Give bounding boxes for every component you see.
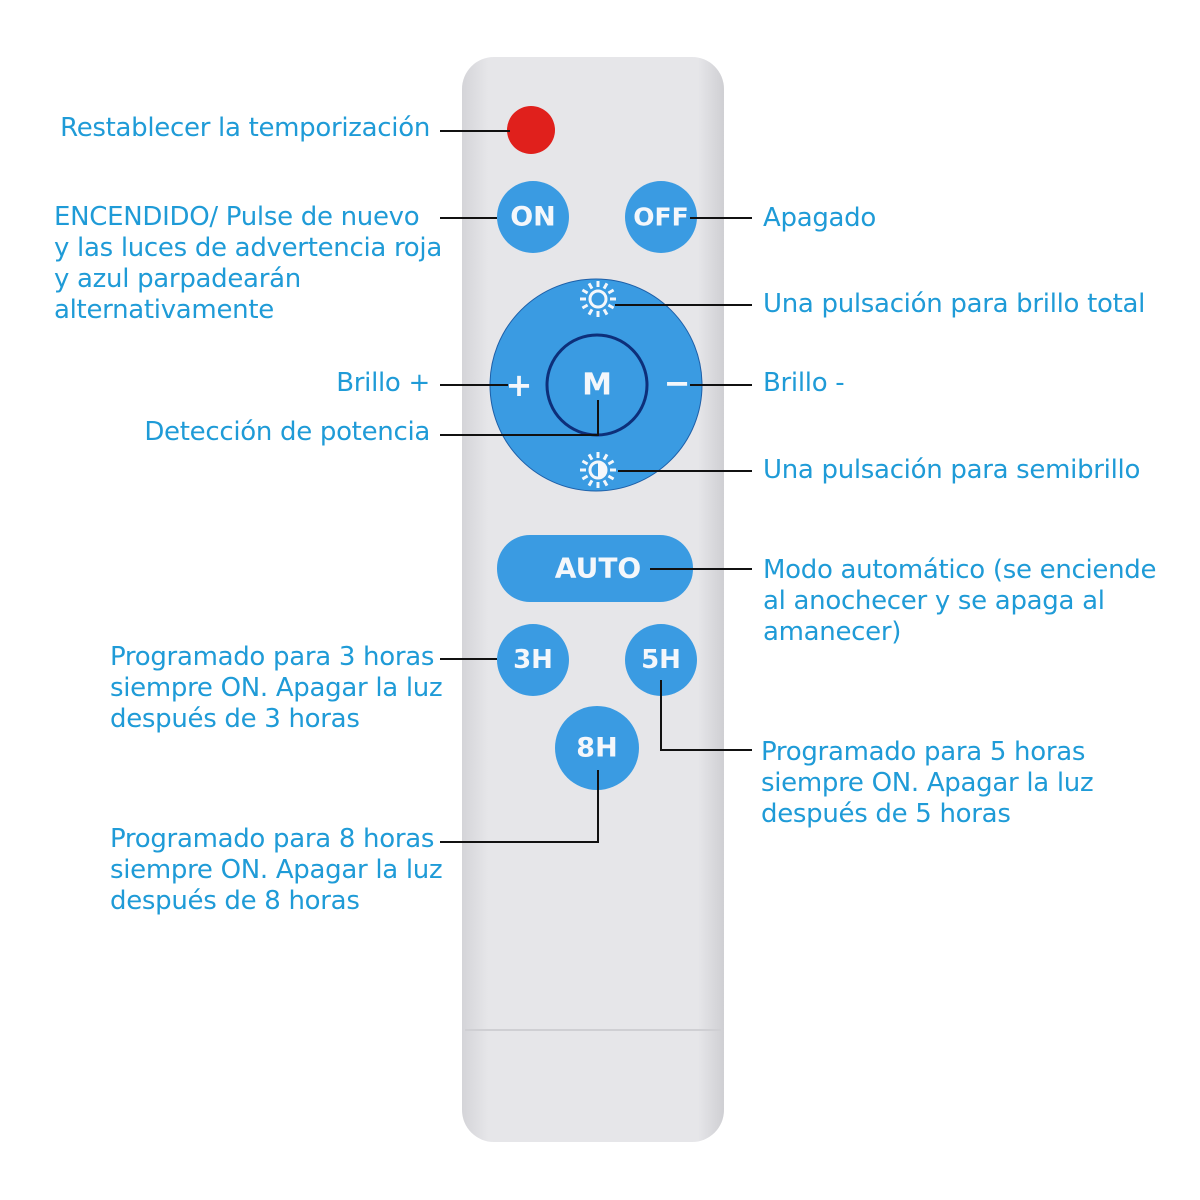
auto-button-label[interactable]: AUTO (554, 551, 642, 585)
sun-ray (587, 479, 594, 487)
sun-ray (581, 474, 589, 481)
sun-ray (607, 303, 615, 310)
3h-button-label[interactable]: 3H (513, 645, 553, 675)
sun-ray (607, 474, 615, 481)
on-button-label[interactable]: ON (510, 201, 556, 233)
sun-icon[interactable] (580, 281, 616, 317)
label-power-detection: Detección de potencia (144, 417, 430, 447)
8h-button[interactable] (555, 706, 639, 790)
off-button[interactable] (625, 181, 697, 253)
sun-ray (587, 453, 594, 461)
sun-ray (602, 282, 609, 290)
sun-ray (581, 303, 589, 310)
plus-button[interactable]: + (505, 366, 533, 404)
sun-ray (581, 288, 589, 295)
label-3h: Programado para 3 horas siempre ON. Apag… (110, 642, 443, 734)
sun-ray (581, 459, 589, 466)
sun-ray (602, 453, 609, 461)
5h-button[interactable] (625, 624, 697, 696)
reset-button[interactable] (507, 106, 555, 154)
on-button[interactable] (497, 181, 569, 253)
leader-lines (440, 130, 752, 843)
label-full-brightness: Una pulsación para brillo total (763, 289, 1146, 319)
sun-ray (587, 282, 594, 290)
sun-ray (602, 308, 609, 316)
label-off: Apagado (763, 203, 876, 233)
label-reset: Restablecer la temporización (60, 113, 430, 143)
label-brightness-plus: Brillo + (336, 368, 430, 398)
label-on: ENCENDIDO/ Pulse de nuevo y las luces de… (54, 202, 442, 325)
sun-ray (607, 459, 615, 466)
half-sun-icon[interactable] (580, 452, 616, 488)
off-button-label[interactable]: OFF (633, 202, 689, 232)
sun-ray (587, 308, 594, 316)
label-5h: Programado para 5 horas siempre ON. Apag… (761, 737, 1094, 829)
5h-button-label[interactable]: 5H (641, 645, 681, 675)
m-button-label[interactable]: M (582, 367, 612, 403)
sun-ray (602, 479, 609, 487)
8h-button-label[interactable]: 8H (576, 732, 618, 764)
minus-button[interactable]: − (663, 364, 691, 402)
sun-ray (607, 288, 615, 295)
auto-button[interactable] (497, 535, 693, 602)
label-brightness-minus: Brillo - (763, 368, 845, 398)
label-8h: Programado para 8 horas siempre ON. Apag… (110, 824, 443, 916)
3h-button[interactable] (497, 624, 569, 696)
label-auto: Modo automático (se enciende al anochece… (763, 555, 1157, 647)
label-half-brightness: Una pulsación para semibrillo (763, 455, 1141, 485)
